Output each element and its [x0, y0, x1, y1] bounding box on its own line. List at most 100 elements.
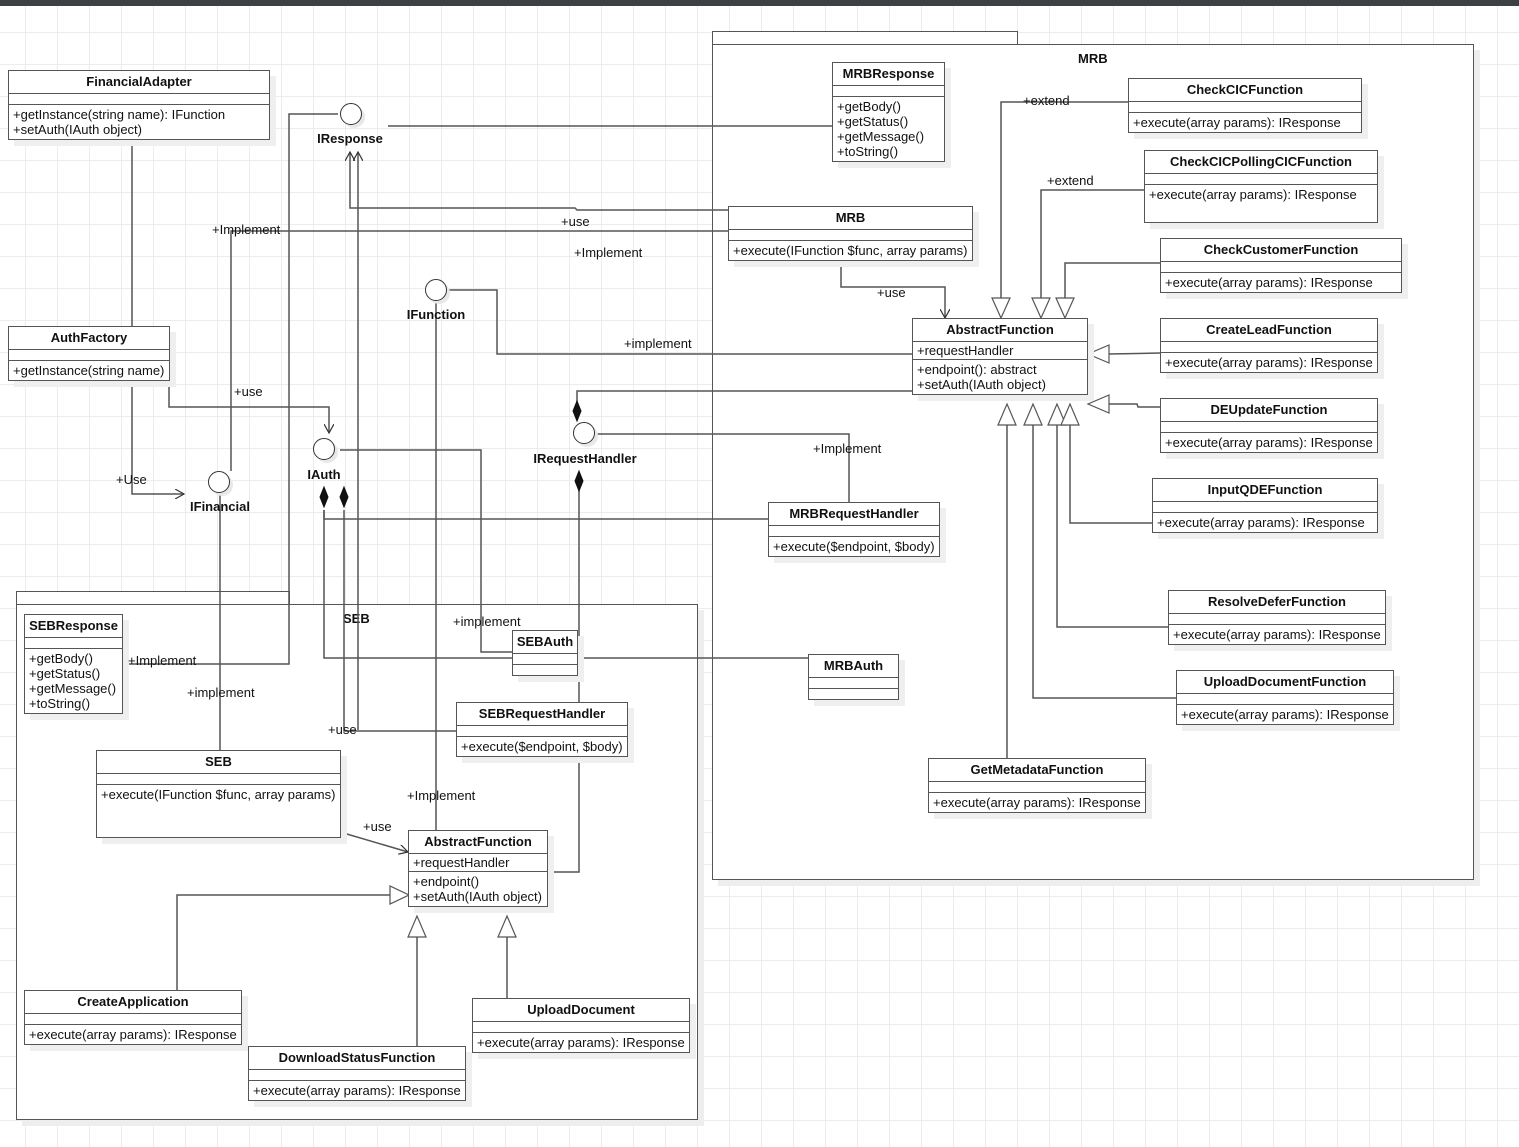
class-name: CheckCICFunction — [1129, 79, 1361, 102]
interface-label: IResponse — [317, 131, 383, 146]
class-financial-adapter[interactable]: FinancialAdapter +getInstance(string nam… — [8, 70, 270, 140]
seb-package-label: SEB — [343, 611, 370, 626]
relation-label: +Implement — [212, 222, 281, 237]
class-operations: +execute(IFunction $func, array params) — [729, 241, 972, 260]
class-operations — [513, 665, 577, 675]
class-operations: +execute(array params): IResponse — [1177, 705, 1393, 724]
operation: +execute(IFunction $func, array params) — [733, 243, 968, 258]
class-seb-auth[interactable]: SEBAuth — [512, 630, 578, 676]
class-name: AuthFactory — [9, 327, 169, 350]
class-mrb-abstract-function[interactable]: AbstractFunction +requestHandler +endpoi… — [912, 318, 1088, 395]
operation: +execute(array params): IResponse — [253, 1083, 461, 1098]
class-name: AbstractFunction — [409, 831, 547, 854]
class-operations: +execute(array params): IResponse — [929, 793, 1145, 812]
relation-label: +implement — [453, 614, 521, 629]
operation: +toString() — [837, 144, 899, 159]
class-operations: +getBody() +getStatus() +getMessage() +t… — [833, 97, 944, 161]
operation: +execute($endpoint, $body) — [461, 739, 623, 754]
operation: +getBody() — [29, 651, 93, 666]
mrb-package-tab — [712, 31, 1018, 46]
relation-label: +use — [877, 285, 906, 300]
class-upload-document-function[interactable]: UploadDocumentFunction +execute(array pa… — [1176, 670, 1394, 725]
relation-label: +Implement — [128, 653, 197, 668]
relation-label: +Implement — [574, 245, 643, 260]
operation: +execute(array params): IResponse — [1165, 435, 1373, 450]
operation: +execute(IFunction $func, array params) — [101, 787, 336, 802]
interface-circle-icon — [340, 103, 362, 125]
interface-label: IRequestHandler — [533, 451, 637, 466]
relation-label: +Implement — [813, 441, 882, 456]
class-attributes — [1153, 502, 1377, 513]
class-de-update-function[interactable]: DEUpdateFunction +execute(array params):… — [1160, 398, 1378, 453]
interface-label: IFinancial — [190, 499, 250, 514]
operation: +execute(array params): IResponse — [1157, 515, 1365, 530]
class-operations: +execute(array params): IResponse — [1161, 433, 1377, 452]
class-attributes — [729, 230, 972, 241]
operation: +setAuth(IAuth object) — [413, 889, 542, 904]
operation: +endpoint(): abstract — [917, 362, 1037, 377]
class-operations: +execute(array params): IResponse — [1145, 185, 1377, 204]
operation: +getStatus() — [837, 114, 909, 129]
class-auth-factory[interactable]: AuthFactory +getInstance(string name) — [8, 326, 170, 381]
class-seb-request-handler[interactable]: SEBRequestHandler +execute($endpoint, $b… — [456, 702, 628, 757]
class-attributes — [769, 526, 939, 537]
class-mrb-response[interactable]: MRBResponse +getBody() +getStatus() +get… — [832, 62, 945, 162]
class-attributes — [9, 350, 169, 361]
class-attributes — [1177, 694, 1393, 705]
class-attributes: +requestHandler — [409, 854, 547, 872]
interface-label: IFunction — [406, 307, 466, 322]
relation-label: +use — [363, 819, 392, 834]
class-check-cic-polling-cic-function[interactable]: CheckCICPollingCICFunction +execute(arra… — [1144, 150, 1378, 223]
class-operations: +getInstance(string name): IFunction +se… — [9, 105, 269, 139]
class-upload-document[interactable]: UploadDocument +execute(array params): I… — [472, 998, 690, 1053]
operation: +execute(array params): IResponse — [1149, 187, 1357, 202]
operation: +execute(array params): IResponse — [1165, 355, 1373, 370]
class-attributes — [1161, 422, 1377, 433]
class-get-metadata-function[interactable]: GetMetadataFunction +execute(array param… — [928, 758, 1146, 813]
class-attributes — [457, 726, 627, 737]
class-operations: +execute(array params): IResponse — [1169, 625, 1385, 644]
class-create-lead-function[interactable]: CreateLeadFunction +execute(array params… — [1160, 318, 1378, 373]
class-operations: +execute(array params): IResponse — [473, 1033, 689, 1052]
class-name: CheckCustomerFunction — [1161, 239, 1401, 262]
class-name: CreateApplication — [25, 991, 241, 1014]
class-seb[interactable]: SEB +execute(IFunction $func, array para… — [96, 750, 341, 838]
class-attributes — [809, 678, 898, 689]
class-operations: +execute(array params): IResponse — [1129, 113, 1361, 132]
relation-label: +use — [561, 214, 590, 229]
attribute: +requestHandler — [413, 855, 510, 870]
class-resolve-defer-function[interactable]: ResolveDeferFunction +execute(array para… — [1168, 590, 1386, 645]
operation: +setAuth(IAuth object) — [917, 377, 1046, 392]
class-operations: +endpoint() +setAuth(IAuth object) — [409, 872, 547, 906]
operation: +execute(array params): IResponse — [1165, 275, 1373, 290]
class-download-status-function[interactable]: DownloadStatusFunction +execute(array pa… — [248, 1046, 466, 1101]
operation: +execute(array params): IResponse — [1173, 627, 1381, 642]
class-name: InputQDEFunction — [1153, 479, 1377, 502]
class-name: ResolveDeferFunction — [1169, 591, 1385, 614]
class-name: CheckCICPollingCICFunction — [1145, 151, 1377, 174]
class-input-qde-function[interactable]: InputQDEFunction +execute(array params):… — [1152, 478, 1378, 533]
operation: +execute(array params): IResponse — [29, 1027, 237, 1042]
class-check-cic-function[interactable]: CheckCICFunction +execute(array params):… — [1128, 78, 1362, 133]
operation: +getInstance(string name) — [13, 363, 165, 378]
class-mrb-auth[interactable]: MRBAuth — [808, 654, 899, 700]
class-seb-abstract-function[interactable]: AbstractFunction +requestHandler +endpoi… — [408, 830, 548, 907]
class-attributes — [929, 782, 1145, 793]
class-attributes — [1161, 342, 1377, 353]
class-operations: +endpoint(): abstract +setAuth(IAuth obj… — [913, 360, 1087, 394]
class-name: SEBRequestHandler — [457, 703, 627, 726]
class-seb-response[interactable]: SEBResponse +getBody() +getStatus() +get… — [24, 614, 123, 714]
interface-circle-icon — [313, 438, 335, 460]
class-attributes — [249, 1070, 465, 1081]
class-mrb[interactable]: MRB +execute(IFunction $func, array para… — [728, 206, 973, 261]
class-attributes — [97, 774, 340, 785]
class-attributes: +requestHandler — [913, 342, 1087, 360]
class-check-customer-function[interactable]: CheckCustomerFunction +execute(array par… — [1160, 238, 1402, 293]
class-name: SEBResponse — [25, 615, 122, 638]
class-name: MRBAuth — [809, 655, 898, 678]
class-mrb-request-handler[interactable]: MRBRequestHandler +execute($endpoint, $b… — [768, 502, 940, 557]
class-name: GetMetadataFunction — [929, 759, 1145, 782]
class-name: AbstractFunction — [913, 319, 1087, 342]
class-operations: +execute(array params): IResponse — [1153, 513, 1377, 532]
class-create-application[interactable]: CreateApplication +execute(array params)… — [24, 990, 242, 1045]
